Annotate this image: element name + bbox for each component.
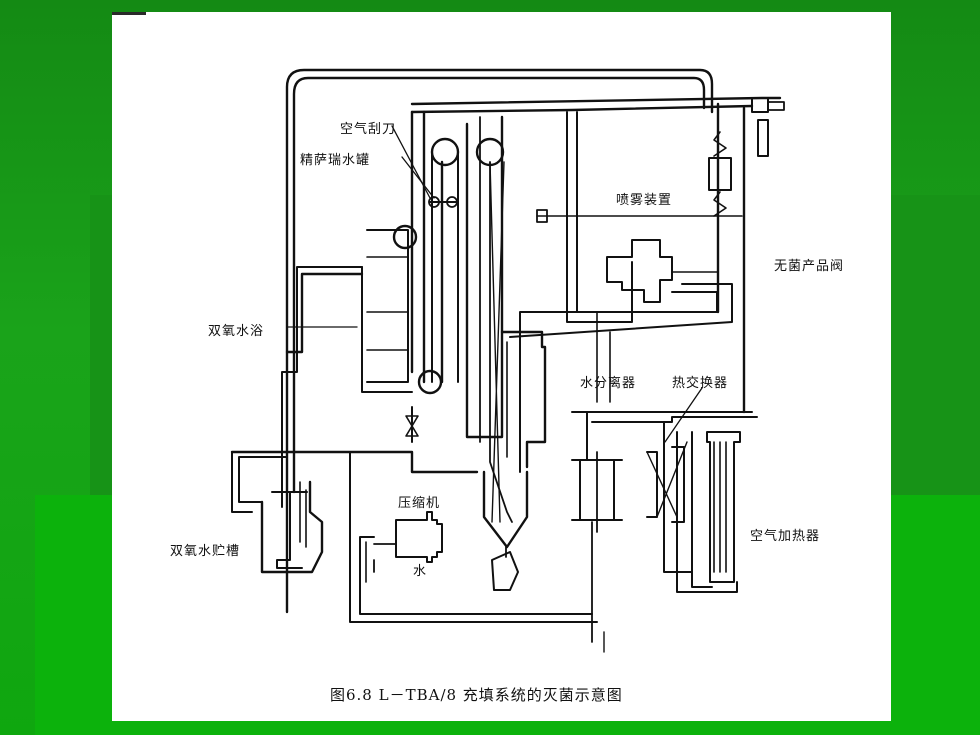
sterile-valve-body [606, 239, 673, 303]
corner-mark [112, 12, 146, 15]
tower-body [465, 115, 504, 439]
tower-cone [482, 470, 529, 549]
roller-mid [392, 224, 418, 250]
pointer-purifier [401, 156, 435, 199]
top-valve [751, 97, 769, 113]
label-water: 水 [413, 564, 428, 579]
tower-inner-tube [422, 110, 444, 384]
label-heat-exchanger: 热交换器 [672, 376, 729, 391]
label-air-knife: 空气刮刀 [340, 122, 397, 137]
roller-bottom [417, 369, 443, 395]
pipe-left-loop [285, 272, 364, 354]
heat-exchanger [646, 446, 685, 523]
figure-caption: 图6.8 L－TBA/8 充填系统的灭菌示意图 [330, 686, 623, 704]
h2o2-tank [260, 480, 324, 574]
label-h2o2-tank: 双氧水贮槽 [170, 544, 241, 559]
pipe-header [410, 96, 782, 106]
tower-right-box [500, 330, 547, 469]
compressor [395, 511, 443, 563]
h2o2-bath-box [366, 229, 409, 383]
label-purifier-tank: 精萨瑞水罐 [300, 153, 371, 168]
filter-canister [708, 157, 732, 191]
label-h2o2-bath: 双氧水浴 [208, 324, 265, 339]
pipe-header-2 [410, 104, 754, 114]
air-heater [706, 431, 741, 583]
pipe-mid-horizontal [230, 450, 479, 474]
pipe-outer-top-inner [292, 76, 706, 494]
pipe-outer-top [285, 68, 714, 614]
label-air-heater: 空气加热器 [750, 529, 821, 544]
sterilization-diagram [230, 68, 785, 653]
product-bag [491, 551, 519, 591]
label-spray-device: 喷雾装置 [616, 193, 673, 208]
roller-top-left [430, 137, 460, 167]
label-water-separator: 水分离器 [580, 376, 637, 391]
label-compressor: 压缩机 [398, 496, 441, 511]
pointer-air-knife [391, 125, 431, 199]
label-sterile-valve: 无菌产品阀 [774, 259, 845, 274]
